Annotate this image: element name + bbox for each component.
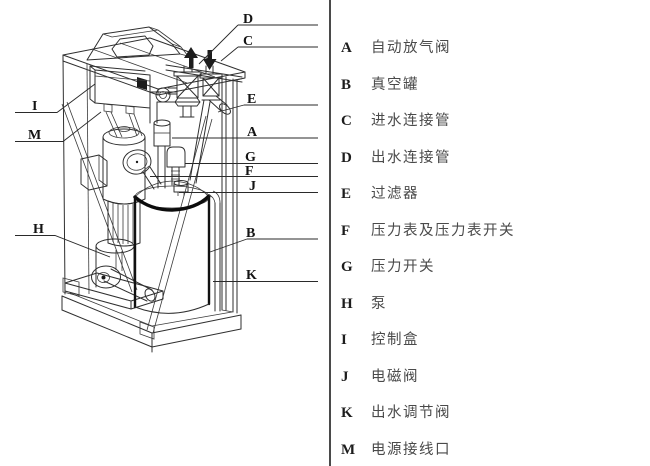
callout-letter-A: A <box>247 125 258 140</box>
parts-legend: A 自动放气阀 B 真空罐 C 进水连接管 D 出水连接管 E 过滤器 F 压力… <box>331 0 649 466</box>
legend-part-name: 压力开关 <box>371 259 435 276</box>
legend-part-name: 出水连接管 <box>371 149 451 166</box>
callout-letter-G: G <box>245 150 256 165</box>
legend-row-B: B 真空罐 <box>331 77 649 114</box>
legend-part-name: 自动放气阀 <box>371 40 451 56</box>
callout-G: G <box>185 150 318 165</box>
legend-letter: H <box>341 295 353 312</box>
legend-letter: I <box>341 332 347 349</box>
legend-letter: J <box>341 368 349 385</box>
callout-K: K <box>213 268 318 283</box>
callout-J: J <box>179 179 318 194</box>
callout-M: M <box>15 111 102 143</box>
callout-E: E <box>217 92 318 113</box>
callout-letter-K: K <box>246 268 257 283</box>
up-arrow-icon <box>184 47 198 68</box>
callout-H: H <box>15 222 111 258</box>
machine-diagram: D C E A G F J <box>15 12 318 353</box>
outlet-regulating-pipe <box>208 190 221 312</box>
legend-row-K: K 出水调节阀 <box>331 405 649 442</box>
callout-letter-E: E <box>247 92 256 107</box>
legend-part-name: 过滤器 <box>371 186 419 203</box>
legend-letter: E <box>341 186 352 203</box>
callout-A: A <box>172 125 318 140</box>
callout-F: F <box>150 164 318 179</box>
base-skid <box>61 292 242 353</box>
frame-brace-pipes <box>61 101 213 334</box>
legend-row-E: E 过滤器 <box>331 186 649 223</box>
legend-part-name: 电源接线口 <box>371 442 451 459</box>
callout-D: D <box>198 12 318 65</box>
legend-part-name: 控制盒 <box>371 332 419 349</box>
inlet-valve-and-filter <box>189 65 231 184</box>
legend-row-J: J 电磁阀 <box>331 369 649 406</box>
callout-C: C <box>220 34 318 62</box>
legend-letter: F <box>341 222 351 239</box>
control-box <box>89 65 151 138</box>
legend-part-name: 电磁阀 <box>371 368 419 385</box>
legend-row-D: D 出水连接管 <box>331 150 649 187</box>
vertical-divider <box>329 0 331 466</box>
legend-letter: C <box>341 113 352 130</box>
legend-part-name: 真空罐 <box>371 76 419 93</box>
legend-letter: K <box>341 405 353 422</box>
callout-letter-H: H <box>33 222 44 237</box>
legend-row-G: G 压力开关 <box>331 259 649 296</box>
outlet-valve <box>155 65 202 118</box>
legend-letter: G <box>341 259 353 276</box>
legend-part-name: 压力表及压力表开关 <box>371 222 515 239</box>
legend-row-M: M 电源接线口 <box>331 442 649 466</box>
callout-I: I <box>15 83 96 114</box>
lifting-handle <box>86 26 190 61</box>
legend-part-name: 出水调节阀 <box>371 405 451 422</box>
solenoid-valve <box>173 180 189 196</box>
legend-part-name: 泵 <box>371 295 387 312</box>
callout-letter-J: J <box>249 179 256 194</box>
legend-letter: D <box>341 149 352 166</box>
legend-row-C: C 进水连接管 <box>331 113 649 150</box>
callout-letter-F: F <box>245 164 254 179</box>
cabinet-frame <box>62 54 246 314</box>
callout-letter-B: B <box>246 226 255 241</box>
legend-row-F: F 压力表及压力表开关 <box>331 223 649 260</box>
callout-letter-D: D <box>243 12 253 27</box>
legend-row-H: H 泵 <box>331 296 649 333</box>
down-arrow-icon <box>203 50 217 70</box>
legend-row-A: A 自动放气阀 <box>331 40 649 77</box>
legend-row-I: I 控制盒 <box>331 332 649 369</box>
callout-letter-I: I <box>32 99 37 114</box>
callout-B: B <box>209 226 318 253</box>
legend-letter: A <box>341 40 352 56</box>
machine-drawing-svg: D C E A G F J <box>15 12 318 353</box>
callout-letter-M: M <box>28 128 41 143</box>
flow-arrows <box>184 47 217 70</box>
air-release-valve <box>149 91 177 189</box>
vacuum-tank <box>133 180 211 314</box>
pressure-switch <box>166 146 186 186</box>
legend-part-name: 进水连接管 <box>371 113 451 130</box>
legend-letter: B <box>341 76 352 93</box>
pressure-gauge <box>122 149 162 190</box>
callout-letter-C: C <box>243 34 253 49</box>
legend-letter: M <box>341 442 356 459</box>
